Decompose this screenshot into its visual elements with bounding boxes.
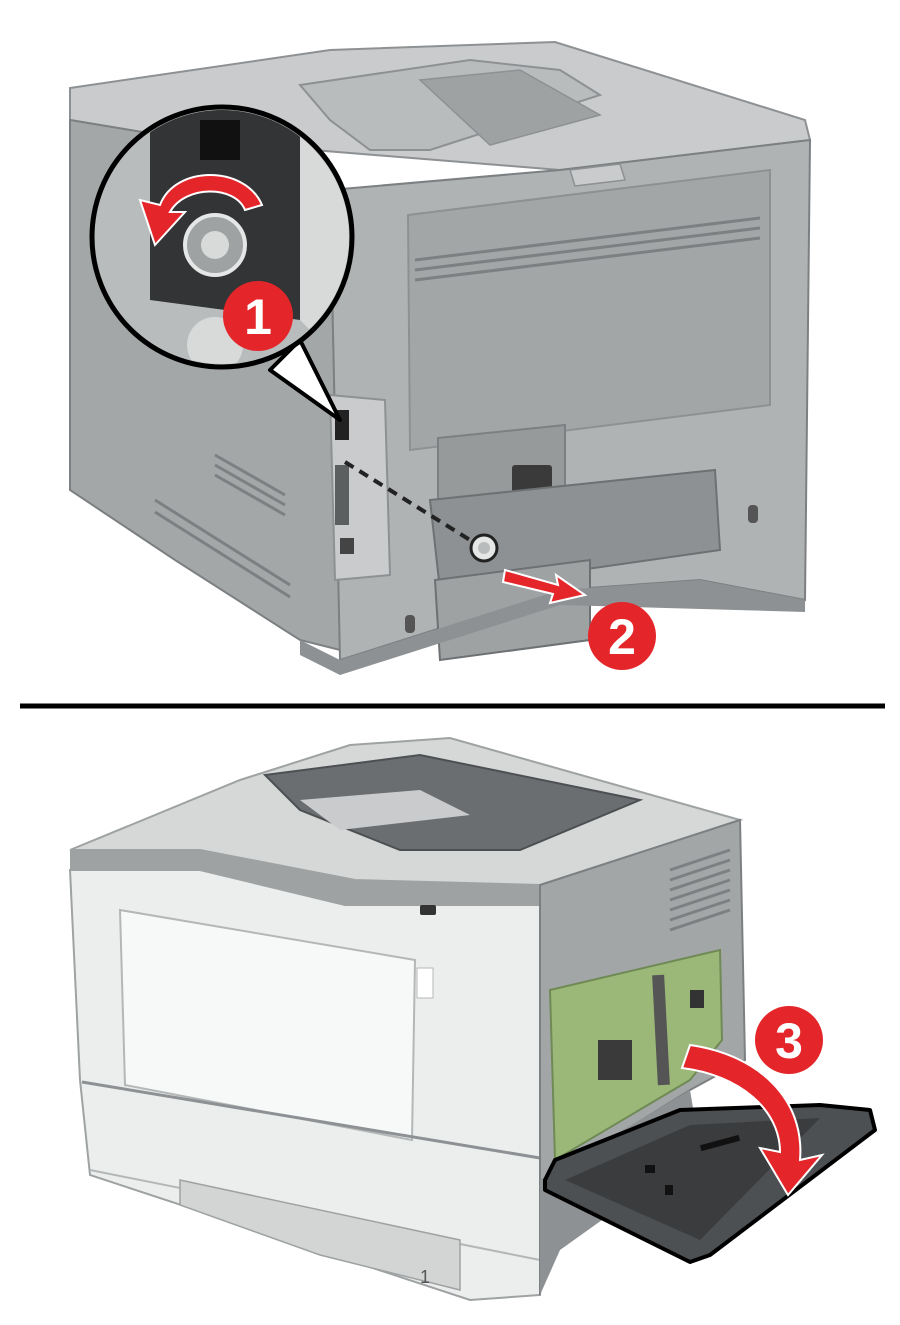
screw-icon [469,533,499,563]
lock-slot-icon [748,505,758,523]
rotate-arrow-icon [138,174,264,247]
step-3-badge: 3 [755,1006,823,1074]
printer-rear-view [69,40,812,675]
screw-path-line [343,460,472,542]
swing-arrow-icon [680,1043,825,1197]
step-2-badge: 2 [588,602,656,670]
svg-text:2: 2 [608,609,636,665]
tray-number-label: 1 [420,1267,430,1287]
step-1-badge: 1 [223,281,293,351]
svg-text:1: 1 [244,289,272,345]
svg-text:3: 3 [775,1013,803,1069]
pull-arrow-icon [501,568,588,605]
vent-slots [414,216,761,282]
